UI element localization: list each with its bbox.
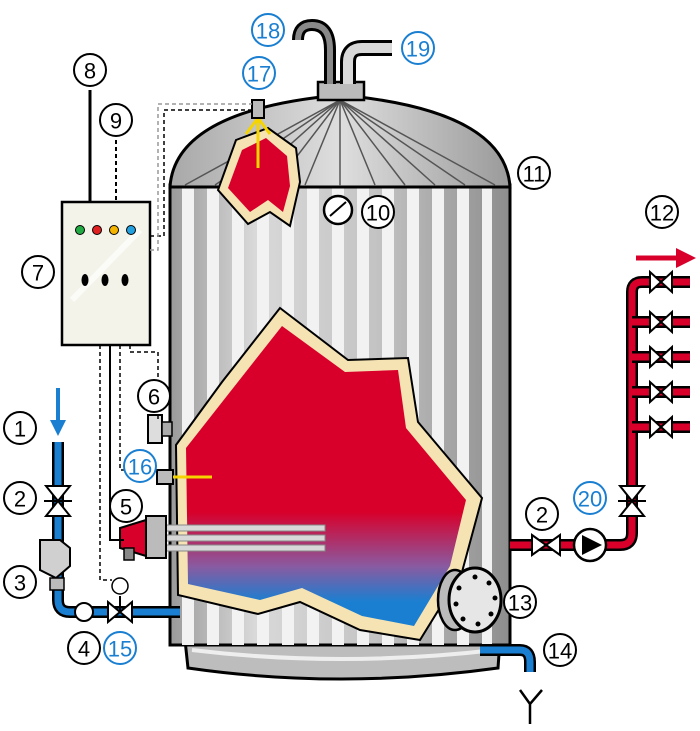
callout-16: 16 <box>124 450 156 482</box>
thermostat <box>148 415 172 443</box>
outlet-shutoff-valve <box>532 535 560 555</box>
control-box <box>62 202 150 345</box>
svg-text:4: 4 <box>78 637 90 662</box>
svg-text:15: 15 <box>108 637 132 662</box>
svg-text:14: 14 <box>548 639 572 664</box>
callout-5: 5 <box>110 490 142 522</box>
svg-text:9: 9 <box>110 109 122 134</box>
callout-13: 13 <box>504 586 536 618</box>
svg-text:3: 3 <box>14 571 26 596</box>
top-outlet-pipe <box>348 48 392 84</box>
svg-text:1: 1 <box>14 417 26 442</box>
callout-2-inlet: 2 <box>4 482 36 514</box>
indicator-red <box>93 226 102 235</box>
callout-11: 11 <box>518 157 550 189</box>
callout-3: 3 <box>4 566 36 598</box>
callout-2-outlet: 2 <box>526 498 558 530</box>
indicator-yellow <box>110 226 119 235</box>
circulation-pump <box>574 529 606 561</box>
svg-text:10: 10 <box>366 201 390 226</box>
safety-valve-group <box>40 540 70 590</box>
callout-18: 18 <box>252 14 284 46</box>
svg-text:5: 5 <box>120 495 132 520</box>
outlet-flow-arrow <box>636 248 696 268</box>
callout-8: 8 <box>74 54 106 86</box>
top-vent-pipe <box>298 25 330 84</box>
svg-text:20: 20 <box>578 487 602 512</box>
inlet-shutoff-valve <box>44 486 72 516</box>
callout-14: 14 <box>544 634 576 666</box>
inspection-hatch <box>438 568 501 632</box>
svg-text:16: 16 <box>128 455 152 480</box>
svg-text:6: 6 <box>148 385 160 410</box>
svg-text:13: 13 <box>508 591 532 616</box>
indicator-green <box>76 226 85 235</box>
callout-9: 9 <box>100 104 132 136</box>
callout-1: 1 <box>4 412 36 444</box>
callout-19: 19 <box>402 32 434 64</box>
svg-text:17: 17 <box>247 62 271 87</box>
svg-text:12: 12 <box>650 201 674 226</box>
svg-text:2: 2 <box>536 503 548 528</box>
callout-10: 10 <box>362 196 394 228</box>
callout-17: 17 <box>243 57 275 89</box>
svg-text:8: 8 <box>84 59 96 84</box>
check-valve <box>75 603 93 621</box>
svg-text:19: 19 <box>406 37 430 62</box>
svg-text:2: 2 <box>14 487 26 512</box>
callout-7: 7 <box>22 256 54 288</box>
callout-12: 12 <box>646 196 678 228</box>
svg-text:11: 11 <box>523 162 546 187</box>
pressure-gauge <box>324 196 352 224</box>
tank-dome <box>170 82 510 187</box>
callout-15: 15 <box>104 632 136 664</box>
callout-20: 20 <box>574 482 606 514</box>
callout-4: 4 <box>68 632 100 664</box>
svg-text:18: 18 <box>256 19 280 44</box>
svg-text:7: 7 <box>32 261 44 286</box>
callout-6: 6 <box>138 380 170 412</box>
indicator-blue <box>127 226 136 235</box>
